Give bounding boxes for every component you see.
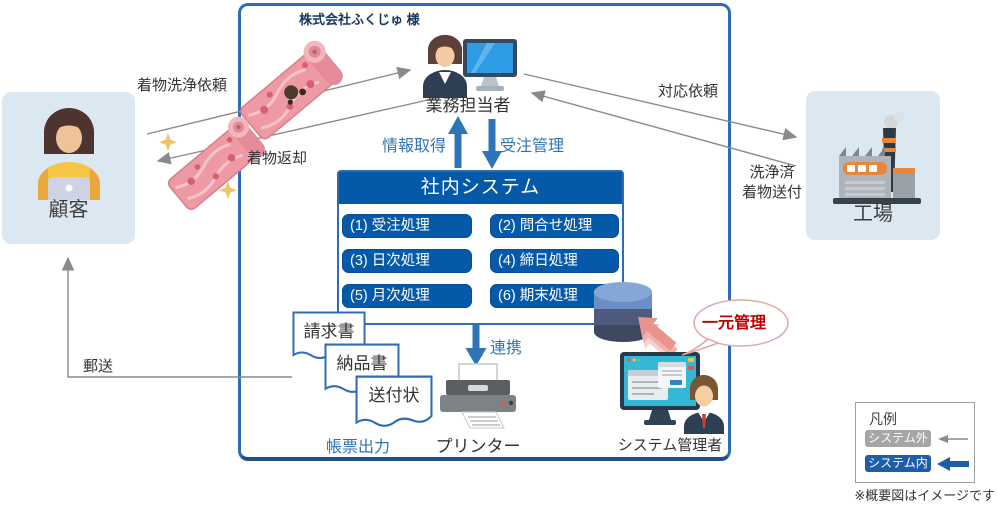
module-daily-processing: (3) 日次処理: [342, 249, 472, 273]
factory-label: 工場: [853, 203, 893, 225]
footnote: ※概要図はイメージです: [854, 488, 995, 503]
module-closing-day-processing: (4) 締日処理: [490, 249, 619, 273]
legend-thin-arrow-icon: [938, 434, 968, 443]
customer-label: 顧客: [48, 199, 89, 221]
module-inquiry-processing: (2) 問合せ処理: [490, 214, 619, 238]
internal-system-box: 社内システム (1) 受注処理 (2) 問合せ処理 (3) 日次処理 (4) 締…: [337, 170, 624, 325]
order-management-label: 受注管理: [500, 138, 565, 155]
legend-row-outside: システム外: [865, 430, 970, 447]
legend-title: 凡例: [869, 411, 897, 427]
printer-label: プリンター: [435, 437, 521, 456]
legend-row-inside: システム内: [865, 455, 970, 472]
module-grid: (1) 受注処理 (2) 問合せ処理 (3) 日次処理 (4) 締日処理 (5)…: [339, 204, 622, 308]
report-output-label: 帳票出力: [326, 439, 391, 456]
linkage-label: 連携: [490, 340, 523, 357]
mail-label: 郵送: [83, 358, 114, 375]
module-order-processing: (1) 受注処理: [342, 214, 472, 238]
legend-box: 凡例 システム外 システム内: [855, 402, 975, 483]
handle-request-label: 対応依頼: [658, 83, 719, 100]
module-monthly-processing: (5) 月次処理: [342, 284, 472, 308]
staff-label: 業務担当者: [425, 96, 511, 115]
internal-system-header: 社内システム: [339, 172, 622, 204]
kimono-return-label: 着物返却: [247, 150, 308, 167]
legend-thick-arrow-icon: [937, 456, 969, 471]
washed-kimono-shipping-label: 洗浄済 着物送付: [741, 164, 802, 201]
company-boundary-box: [238, 3, 731, 461]
kimono-wash-request-label: 着物洗浄依頼: [137, 77, 228, 94]
company-title: 株式会社ふくじゅ 様: [299, 12, 420, 27]
central-management-label: 一元管理: [701, 315, 766, 332]
info-fetch-label: 情報取得: [382, 138, 447, 155]
admin-label: システム管理者: [617, 437, 723, 454]
central-management-bubble: 一元管理: [678, 297, 790, 359]
sparkle-icon: [158, 133, 238, 200]
legend-badge-outside: システム外: [865, 430, 931, 447]
doc-cover-letter: 送付状: [355, 375, 433, 429]
module-term-end-processing: (6) 期末処理: [490, 284, 619, 308]
legend-badge-inside: システム内: [865, 455, 931, 472]
